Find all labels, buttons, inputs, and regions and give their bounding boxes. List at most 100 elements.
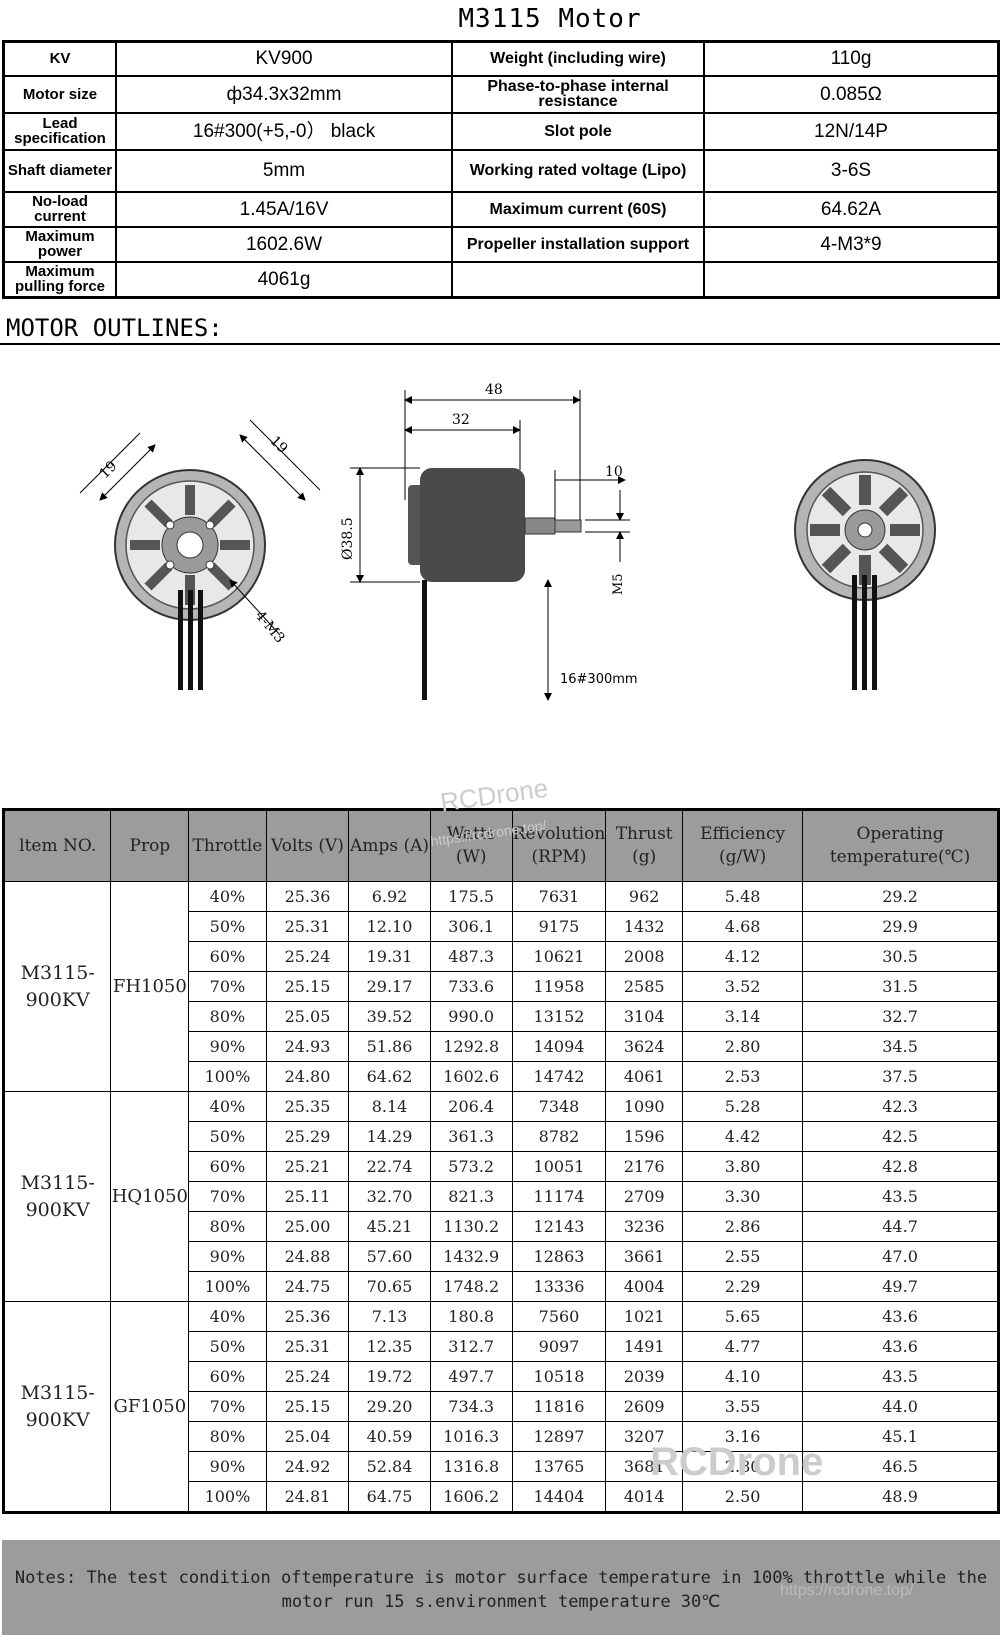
spec-label: Maximum current (60S): [451, 190, 705, 228]
spec-value: KV900: [115, 40, 453, 77]
spec-label: Motor size: [2, 74, 117, 114]
prop-name: HQ1050: [110, 1091, 190, 1302]
table-cell: 50%: [188, 1331, 267, 1362]
table-cell: 51.86: [348, 1031, 431, 1062]
table-cell: 1016.3: [429, 1421, 513, 1452]
spec-label: Maximum power: [2, 225, 117, 263]
table-cell: 100%: [188, 1481, 267, 1513]
table-cell: 57.60: [348, 1241, 431, 1272]
table-cell: 10518: [511, 1361, 607, 1392]
table-cell: 25.00: [265, 1211, 350, 1242]
table-cell: 306.1: [429, 911, 513, 942]
item-number: M3115-900KV: [2, 1301, 112, 1513]
table-cell: 90%: [188, 1241, 267, 1272]
table-cell: 2609: [605, 1391, 684, 1422]
table-cell: 10051: [511, 1151, 607, 1182]
prop-name: FH1050: [110, 881, 190, 1092]
table-cell: 2008: [605, 941, 684, 972]
dim-10: 10: [605, 464, 623, 480]
spec-value: 0.085Ω: [703, 74, 1000, 114]
column-header: Watts (W): [429, 809, 513, 882]
table-cell: 45.1: [802, 1421, 999, 1452]
table-cell: 25.11: [265, 1181, 350, 1212]
table-cell: 14094: [511, 1031, 607, 1062]
dim-diameter: Ø38.5: [340, 517, 356, 560]
outlines-heading: MOTOR OUTLINES:: [6, 314, 223, 342]
table-cell: 60%: [188, 1361, 267, 1392]
column-header: Volts (V): [265, 809, 350, 882]
table-cell: 2.80: [682, 1031, 804, 1062]
table-cell: 1432.9: [429, 1241, 513, 1272]
column-header: Throttle: [188, 809, 267, 882]
table-cell: 19.72: [348, 1361, 431, 1392]
table-cell: 37.5: [802, 1061, 999, 1092]
dim-19-left: 19: [97, 458, 121, 482]
table-cell: 497.7: [429, 1361, 513, 1392]
table-cell: 52.84: [348, 1451, 431, 1482]
table-cell: 1432: [605, 911, 684, 942]
table-cell: 25.36: [265, 1301, 350, 1332]
table-cell: 42.5: [802, 1121, 999, 1152]
spec-label: Maximum pulling force: [2, 260, 117, 299]
table-cell: 70%: [188, 1391, 267, 1422]
table-cell: 734.3: [429, 1391, 513, 1422]
table-cell: 25.29: [265, 1121, 350, 1152]
spec-value: 4-M3*9: [703, 225, 1000, 263]
table-cell: 24.75: [265, 1271, 350, 1302]
dim-4m3: 4-M3: [252, 608, 288, 647]
spec-value: 16#300(+5,-0） black: [115, 111, 453, 151]
column-header: Operating temperature(℃): [802, 809, 999, 882]
spec-label: Phase-to-phase internal resistance: [451, 74, 705, 114]
table-cell: 12143: [511, 1211, 607, 1242]
spec-label: Shaft diameter: [2, 148, 117, 193]
table-cell: 3104: [605, 1001, 684, 1032]
table-cell: 25.24: [265, 1361, 350, 1392]
table-cell: 990.0: [429, 1001, 513, 1032]
table-cell: 40%: [188, 1301, 267, 1332]
table-cell: 7.13: [348, 1301, 431, 1332]
table-cell: 8782: [511, 1121, 607, 1152]
table-cell: 80%: [188, 1001, 267, 1032]
table-cell: 2176: [605, 1151, 684, 1182]
column-header: Efficiency (g/W): [682, 809, 804, 882]
table-cell: 64.75: [348, 1481, 431, 1513]
table-cell: 180.8: [429, 1301, 513, 1332]
table-cell: 3661: [605, 1241, 684, 1272]
table-cell: 3207: [605, 1421, 684, 1452]
table-cell: 3.16: [682, 1421, 804, 1452]
column-header: Thrust (g): [605, 809, 684, 882]
table-cell: 2.53: [682, 1061, 804, 1092]
table-cell: 4061: [605, 1061, 684, 1092]
table-cell: 11958: [511, 971, 607, 1002]
table-cell: 80%: [188, 1211, 267, 1242]
table-cell: 70.65: [348, 1271, 431, 1302]
table-cell: 4004: [605, 1271, 684, 1302]
table-cell: 50%: [188, 911, 267, 942]
notes: Notes: The test condition oftemperature …: [2, 1540, 1000, 1635]
spec-value: 110g: [703, 40, 1000, 77]
table-cell: 573.2: [429, 1151, 513, 1182]
table-cell: 80%: [188, 1421, 267, 1452]
table-cell: 24.80: [265, 1061, 350, 1092]
table-cell: 6.92: [348, 881, 431, 912]
spec-label: Working rated voltage (Lipo): [451, 148, 705, 193]
table-cell: 14742: [511, 1061, 607, 1092]
table-cell: 32.7: [802, 1001, 999, 1032]
table-cell: 3236: [605, 1211, 684, 1242]
table-cell: 3681: [605, 1451, 684, 1482]
table-cell: 4014: [605, 1481, 684, 1513]
spec-value: 5mm: [115, 148, 453, 193]
table-cell: 25.15: [265, 971, 350, 1002]
column-header: Revolution (RPM): [511, 809, 607, 882]
table-cell: 64.62: [348, 1061, 431, 1092]
